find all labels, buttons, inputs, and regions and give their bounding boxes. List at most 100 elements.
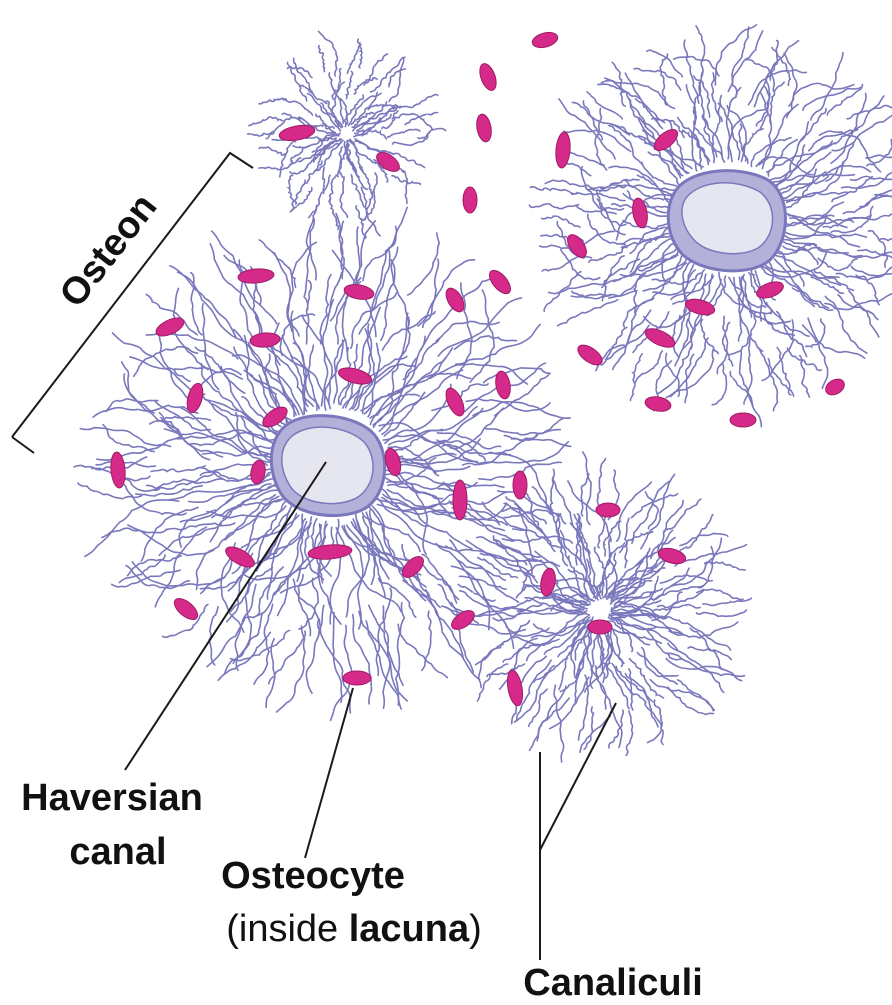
canaliculus <box>701 114 718 158</box>
canaliculus <box>574 658 584 705</box>
canaliculus <box>830 205 874 234</box>
canaliculus <box>594 665 607 710</box>
canaliculus <box>575 516 583 565</box>
canaliculus <box>233 346 300 416</box>
canaliculus <box>651 603 701 613</box>
canaliculus <box>391 112 434 131</box>
canaliculus <box>368 604 391 709</box>
canaliculus <box>366 505 396 557</box>
canaliculus <box>644 702 664 746</box>
canaliculus <box>728 276 766 309</box>
canaliculus <box>229 629 291 662</box>
osteocyte <box>644 396 672 412</box>
canaliculus <box>760 92 773 170</box>
canaliculus <box>367 323 377 418</box>
canaliculus <box>503 434 572 448</box>
canaliculus <box>650 117 686 139</box>
haversian-label-line1: Haversian <box>21 777 203 819</box>
canaliculus <box>224 494 277 541</box>
canaliculus <box>608 254 679 299</box>
canaliculus <box>642 252 685 304</box>
canaliculus <box>241 395 284 438</box>
canaliculus <box>148 415 212 425</box>
canaliculus <box>656 344 694 395</box>
canaliculus <box>856 248 892 259</box>
canaliculus <box>258 157 302 171</box>
canaliculus <box>834 95 885 145</box>
canaliculus <box>292 134 340 149</box>
canaliculus <box>278 140 297 178</box>
canaliculus <box>368 509 390 580</box>
canaliculus <box>694 127 726 163</box>
canaliculus <box>325 100 342 129</box>
canaliculus <box>682 260 694 330</box>
canaliculus <box>436 439 487 462</box>
canaliculus <box>782 245 849 254</box>
canaliculus <box>354 138 394 155</box>
canaliculus <box>777 171 827 197</box>
canaliculus <box>627 668 634 711</box>
canaliculus <box>611 61 626 107</box>
canaliculus <box>397 565 441 609</box>
canaliculus <box>702 597 753 607</box>
osteocyte <box>155 317 185 337</box>
canaliculus <box>822 214 872 229</box>
osteocyte <box>342 670 372 686</box>
canaliculus <box>640 646 679 678</box>
canaliculus <box>765 301 810 337</box>
osteocyte-label: Osteocyte <box>221 855 405 897</box>
canaliculus <box>786 347 823 372</box>
canaliculus <box>802 86 862 112</box>
canaliculus <box>456 282 473 380</box>
osteocyte <box>225 546 255 568</box>
canaliculus <box>559 623 593 693</box>
canaliculus <box>388 68 407 88</box>
canaliculus <box>640 473 676 550</box>
canaliculus <box>266 512 298 600</box>
canaliculus <box>549 475 557 525</box>
canaliculus <box>582 100 604 141</box>
canaliculus <box>360 189 376 221</box>
canaliculus <box>242 523 323 581</box>
canaliculus <box>684 353 695 404</box>
canaliculus <box>679 273 707 319</box>
canaliculus <box>360 186 381 237</box>
canaliculus <box>484 427 562 436</box>
canaliculus <box>492 603 543 622</box>
canaliculus <box>666 652 746 678</box>
canaliculus <box>769 144 806 184</box>
canaliculus <box>356 129 388 140</box>
canaliculus <box>525 610 588 662</box>
canaliculus <box>697 545 715 589</box>
canaliculus <box>512 636 560 646</box>
canaliculus <box>695 609 748 618</box>
canaliculus <box>126 554 182 577</box>
canaliculus <box>225 471 275 504</box>
canaliculus <box>348 328 372 411</box>
osteocyte <box>657 547 687 565</box>
osteocyte <box>445 387 465 417</box>
canaliculus <box>355 101 388 132</box>
canaliculus <box>849 251 892 259</box>
osteocyte <box>173 598 199 620</box>
canaliculus <box>375 587 393 676</box>
canaliculus <box>204 398 285 435</box>
canaliculus <box>608 709 625 749</box>
canaliculus <box>769 81 785 125</box>
canaliculus <box>282 98 314 116</box>
canaliculus <box>867 229 889 269</box>
canaliculus <box>256 342 314 407</box>
canaliculus <box>527 688 548 728</box>
osteocyte <box>653 129 679 151</box>
canaliculus <box>306 92 342 132</box>
canaliculus <box>331 68 342 100</box>
canaliculus <box>835 266 892 281</box>
canaliculus <box>608 124 644 166</box>
canaliculus <box>603 620 663 644</box>
canaliculus <box>575 513 583 566</box>
canaliculus <box>583 706 595 751</box>
osteon-bracket <box>11 151 254 454</box>
canaliculus <box>256 500 287 568</box>
canaliculus <box>187 431 273 447</box>
canaliculus <box>320 299 335 407</box>
